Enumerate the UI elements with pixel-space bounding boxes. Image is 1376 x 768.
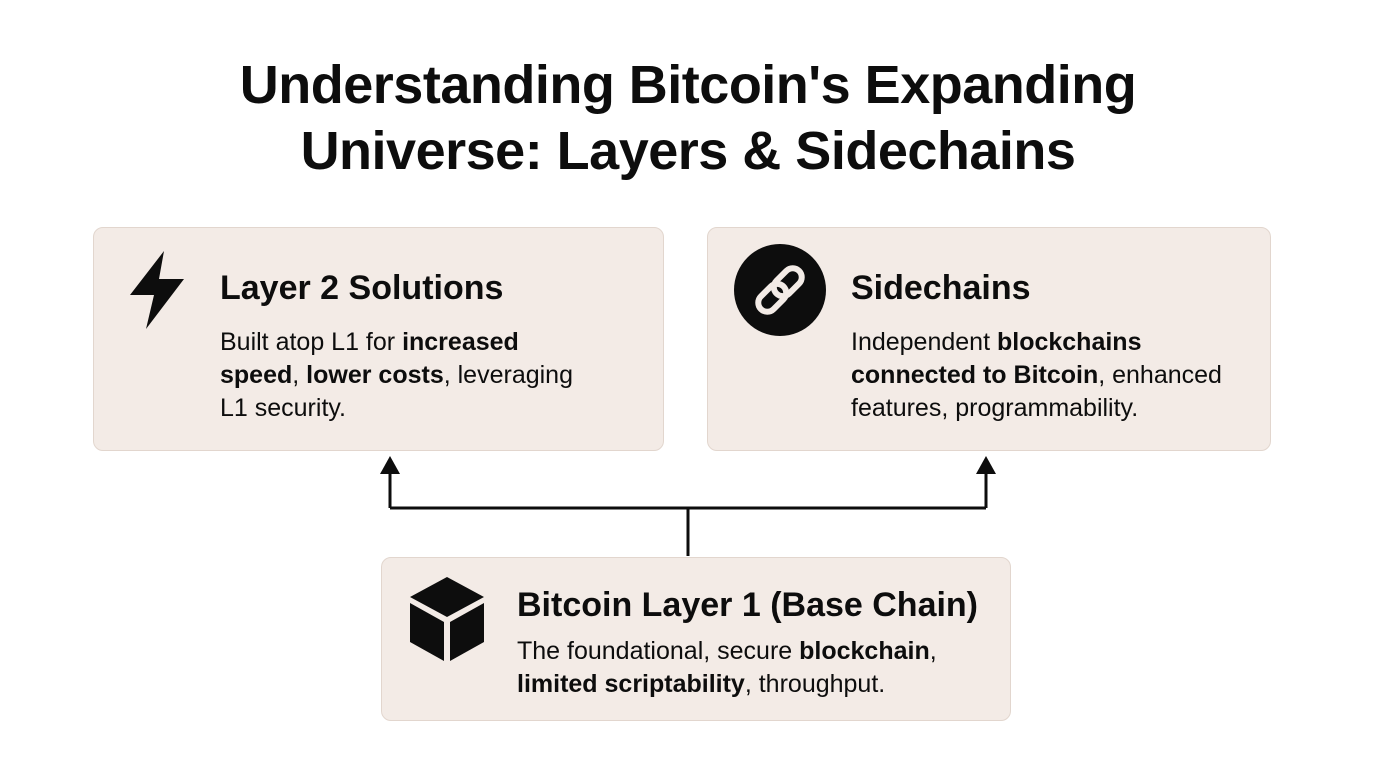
emphasis-text: blockchain xyxy=(799,637,930,665)
body-text: , throughput. xyxy=(744,670,886,698)
body-text: , leveraging xyxy=(443,361,573,389)
body-text: , xyxy=(929,637,937,665)
arrowhead-to-layer2 xyxy=(380,456,400,474)
body-text: , xyxy=(292,361,307,389)
body-text: The foundational, secure xyxy=(517,637,800,665)
description-line: The foundational, secure blockchain, xyxy=(517,635,937,668)
body-text: features, programmability. xyxy=(851,394,1139,422)
lightning-bolt-icon xyxy=(130,251,184,329)
description-line: connected to Bitcoin, enhanced xyxy=(851,359,1222,392)
chain-link-icon xyxy=(734,244,826,336)
page-title: Understanding Bitcoin's Expanding Univer… xyxy=(0,52,1376,184)
body-text: , enhanced xyxy=(1098,361,1222,389)
layer1-title: Bitcoin Layer 1 (Base Chain) xyxy=(517,586,979,624)
sidechains-title: Sidechains xyxy=(851,269,1031,307)
layer1-card: Bitcoin Layer 1 (Base Chain) The foundat… xyxy=(381,557,1011,721)
cube-icon xyxy=(410,577,484,661)
emphasis-text: connected to Bitcoin xyxy=(851,361,1099,389)
body-text: Built atop L1 for xyxy=(220,328,403,356)
emphasis-text: lower costs xyxy=(306,361,444,389)
emphasis-text: increased xyxy=(402,328,519,356)
layer1-description: The foundational, secure blockchain,limi… xyxy=(517,635,937,701)
description-line: speed, lower costs, leveraging xyxy=(220,359,573,392)
layer2-title: Layer 2 Solutions xyxy=(220,269,504,307)
emphasis-text: blockchains xyxy=(996,328,1142,356)
description-line: Built atop L1 for increased xyxy=(220,326,573,359)
description-line: limited scriptability, throughput. xyxy=(517,668,937,701)
arrowhead-to-sidechains xyxy=(976,456,996,474)
title-line-1: Understanding Bitcoin's Expanding xyxy=(239,55,1137,115)
emphasis-text: limited scriptability xyxy=(517,670,745,698)
description-line: L1 security. xyxy=(220,392,573,425)
layer2-card: Layer 2 Solutions Built atop L1 for incr… xyxy=(93,227,664,451)
body-text: L1 security. xyxy=(220,394,346,422)
title-line-2: Universe: Layers & Sidechains xyxy=(300,121,1076,181)
emphasis-text: speed xyxy=(220,361,293,389)
description-line: Independent blockchains xyxy=(851,326,1222,359)
description-line: features, programmability. xyxy=(851,392,1222,425)
body-text: Independent xyxy=(851,328,997,356)
